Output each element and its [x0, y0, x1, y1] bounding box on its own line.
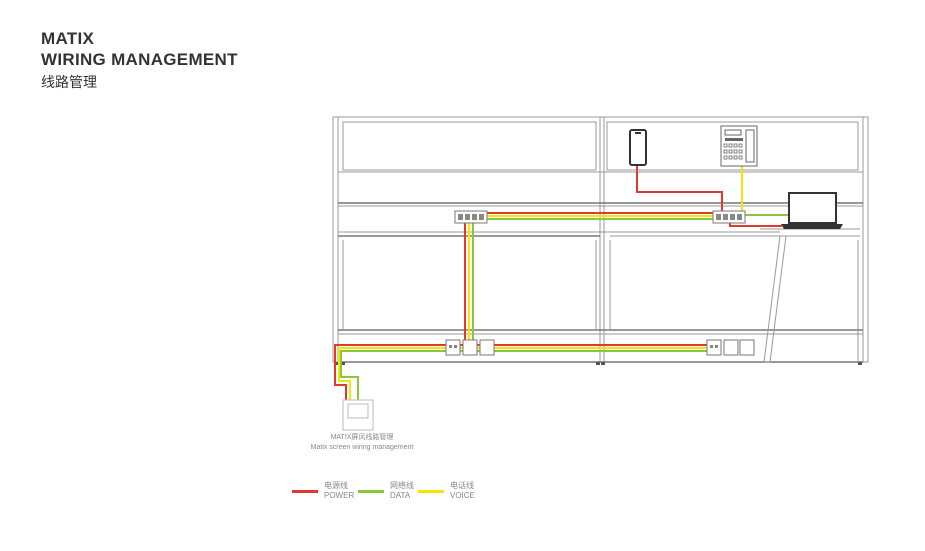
legend-label-en: DATA: [390, 491, 411, 500]
power-outlet: [479, 339, 495, 356]
data-swatch: [358, 489, 384, 493]
top-panel-left: [342, 121, 597, 171]
caption-en: Matix screen wiring management: [310, 444, 414, 451]
data-outlet: [706, 339, 722, 356]
desk-telephone-icon: [720, 125, 758, 167]
page-subtitle: 线路管理: [41, 74, 97, 90]
laptop-power-wire: [729, 223, 782, 227]
legend-label-cn: 电源线: [324, 481, 348, 490]
voice-swatch: [418, 489, 444, 493]
power-swatch: [292, 489, 318, 493]
power-outlet: [723, 339, 739, 356]
power-outlet: [739, 339, 755, 356]
phone-power-wire: [636, 165, 723, 213]
desk-leg: [763, 235, 787, 363]
title-line-2: WIRING MANAGEMENT: [41, 50, 238, 69]
data-outlet: [445, 339, 461, 356]
voice-wire-bottom: [338, 347, 707, 400]
diagram-caption: MATIX屏风线路管理 Matix screen wiring manageme…: [282, 433, 442, 453]
laptop-icon: [781, 192, 843, 229]
mobile-phone-icon: [629, 129, 647, 166]
page-title: MATIX WIRING MANAGEMENT: [41, 28, 238, 70]
top-panel-right: [606, 121, 859, 171]
caption-cn: MATIX屏风线路管理: [330, 434, 394, 441]
legend-label-cn: 电话线: [450, 481, 474, 490]
legend-label-cn: 网络线: [390, 481, 414, 490]
title-line-1: MATIX: [41, 29, 95, 48]
legend-label-en: POWER: [324, 491, 355, 500]
legend-label-en: VOICE: [450, 491, 475, 500]
power-outlet: [462, 339, 478, 356]
data-wire-bottom: [340, 350, 707, 400]
power-wire-bottom: [334, 344, 707, 400]
